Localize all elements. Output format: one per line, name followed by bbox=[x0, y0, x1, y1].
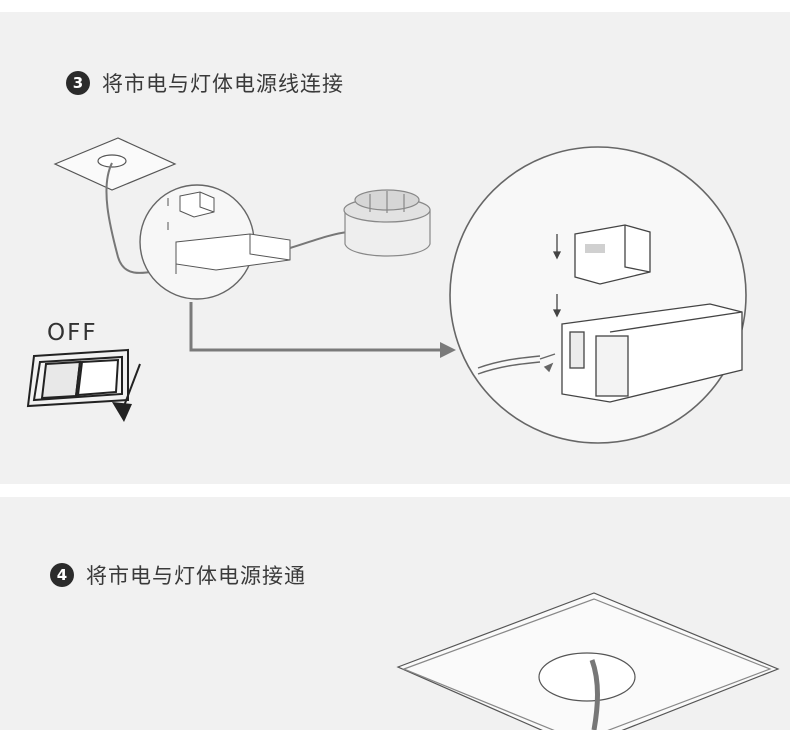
step-3-title: 将市电与灯体电源线连接 bbox=[102, 72, 344, 96]
downlight-icon bbox=[343, 189, 431, 257]
step-4-illustration bbox=[396, 592, 780, 730]
mains-cable bbox=[589, 659, 600, 730]
mains-cable bbox=[105, 162, 163, 274]
step-3-illustration bbox=[26, 137, 747, 444]
ceiling-plate-icon bbox=[53, 137, 177, 191]
connector-icon bbox=[167, 191, 215, 230]
arrow-icon bbox=[189, 302, 456, 358]
driver-box-icon bbox=[175, 233, 291, 274]
power-switch-icon bbox=[26, 348, 129, 408]
step-3-number-badge: 3 bbox=[66, 71, 90, 95]
step-4-heading: 4 将市电与灯体电源接通 bbox=[50, 560, 306, 590]
step-4-number-badge: 4 bbox=[50, 563, 74, 587]
ceiling-plate-icon bbox=[396, 592, 780, 730]
step-4-title: 将市电与灯体电源接通 bbox=[86, 564, 306, 588]
mains-wire-icon bbox=[477, 353, 556, 375]
step-4-panel: 4 将市电与灯体电源接通 bbox=[0, 497, 790, 730]
step-3-heading: 3 将市电与灯体电源线连接 bbox=[66, 68, 344, 98]
connector-icon bbox=[552, 224, 651, 318]
off-switch-label: OFF bbox=[47, 320, 98, 346]
driver-box-icon bbox=[561, 303, 743, 403]
step-3-panel: 3 将市电与灯体电源线连接 bbox=[0, 12, 790, 484]
switch-down-arrow-icon bbox=[112, 363, 141, 422]
lamp-cable bbox=[289, 231, 349, 249]
